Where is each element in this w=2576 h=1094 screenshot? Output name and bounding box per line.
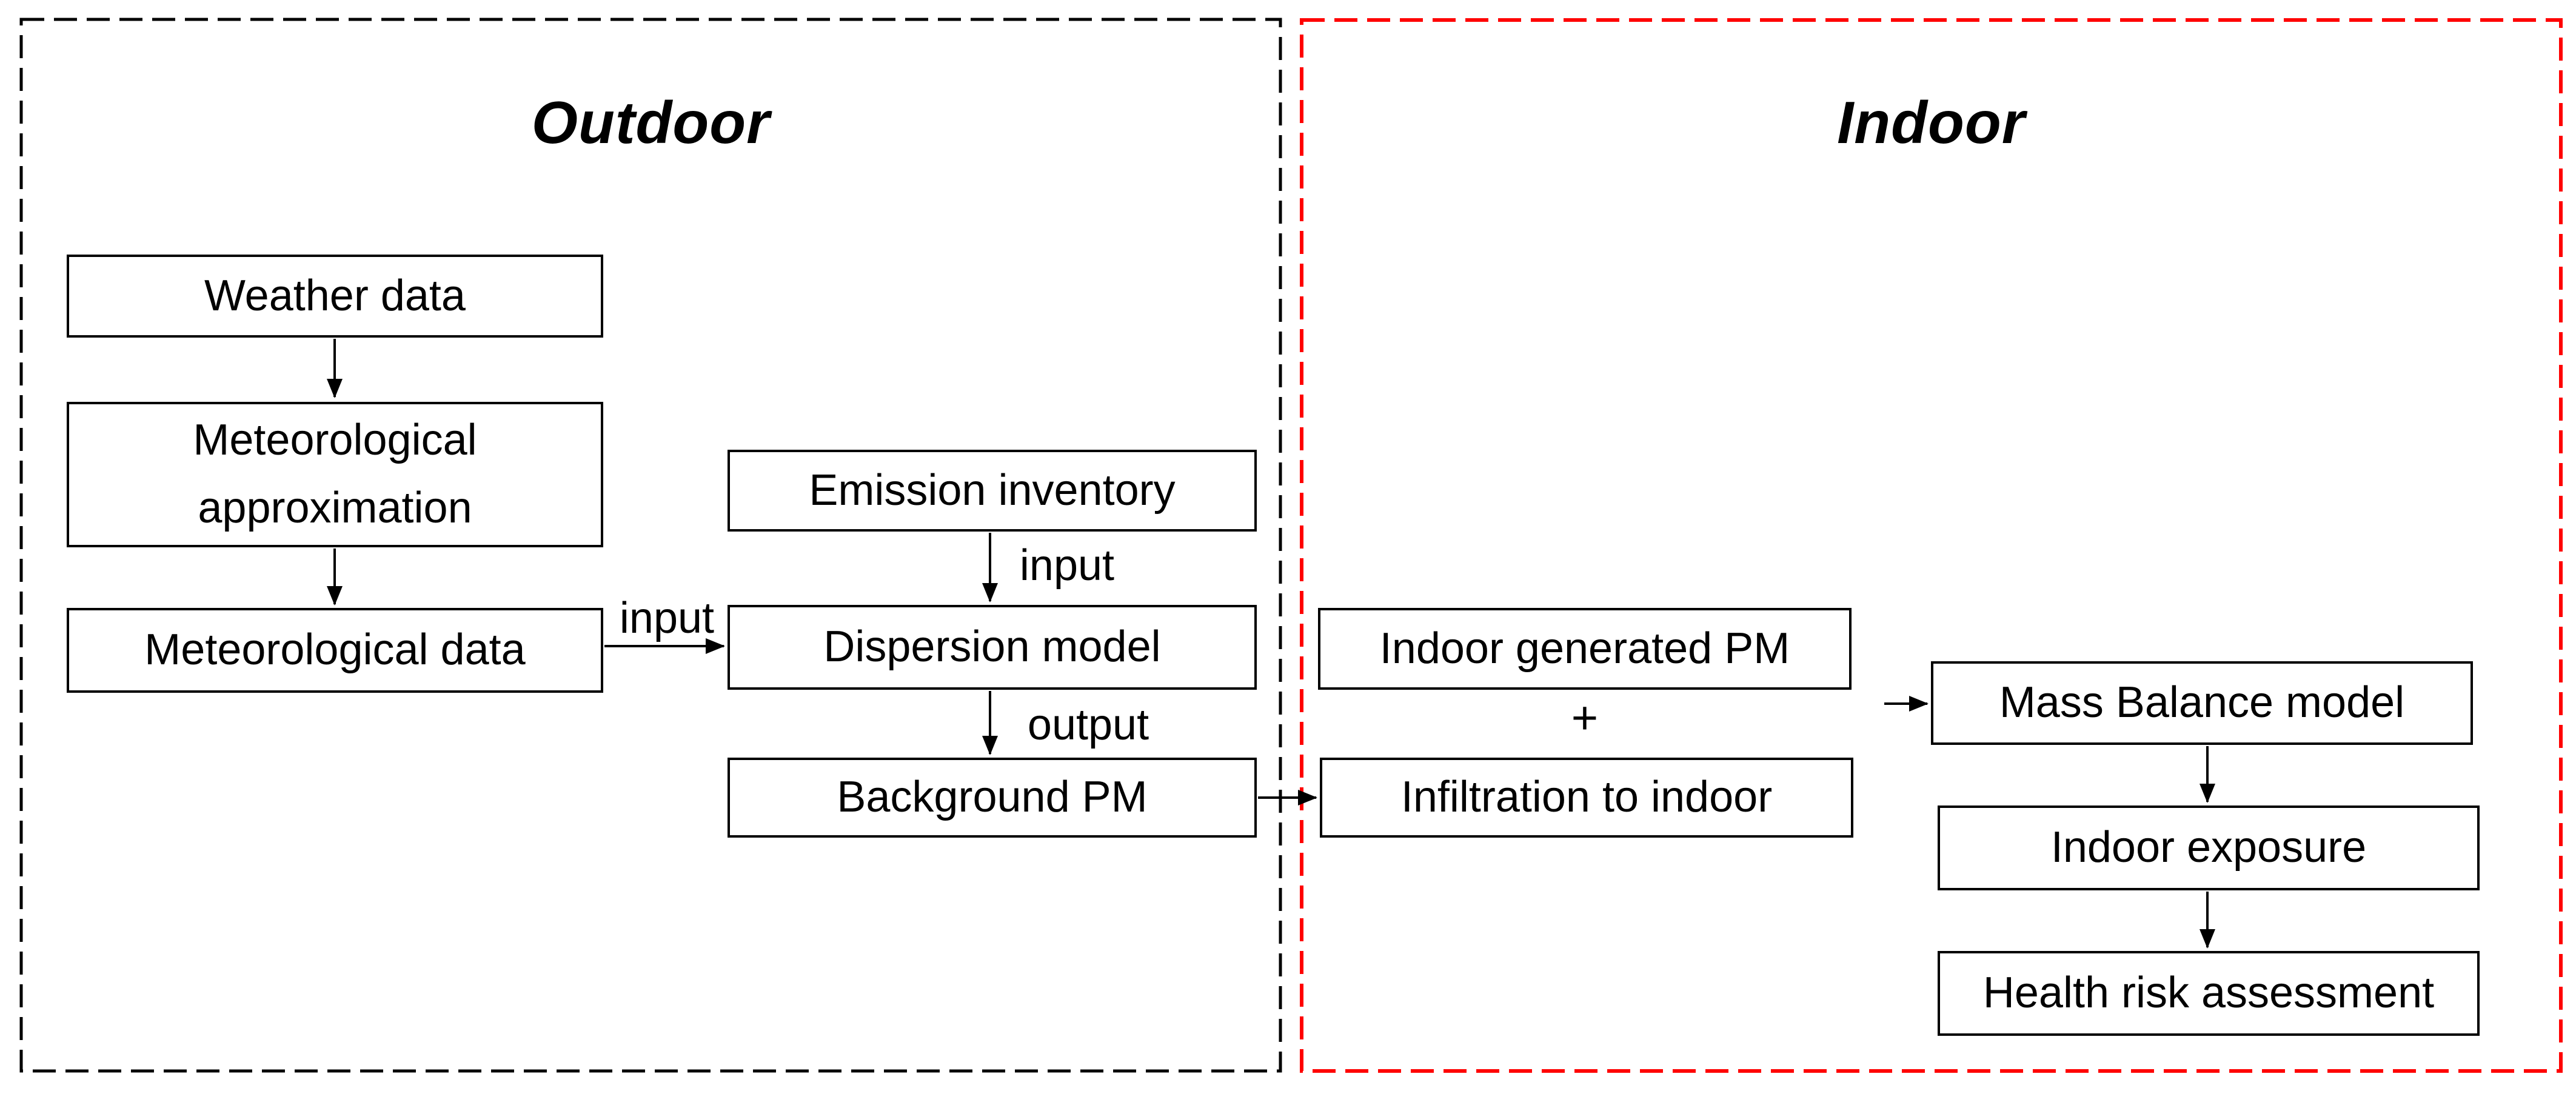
node-dispersion-model: Dispersion model: [728, 605, 1257, 690]
node-infiltration-to-indoor: Infiltration to indoor: [1320, 758, 1853, 838]
node-background-pm-label: Background PM: [837, 773, 1148, 822]
node-weather-data: Weather data: [67, 255, 603, 338]
node-meteorological-approximation: Meteorological approximation: [67, 402, 603, 547]
node-mass-balance-model-label: Mass Balance model: [1999, 678, 2405, 727]
node-indoor-generated-pm: Indoor generated PM: [1318, 608, 1852, 690]
node-meteorological-data-label: Meteorological data: [144, 625, 526, 675]
node-indoor-exposure-label: Indoor exposure: [2050, 823, 2367, 872]
node-indoor-exposure: Indoor exposure: [1938, 805, 2480, 890]
node-dispersion-model-label: Dispersion model: [823, 622, 1161, 672]
node-emission-inventory: Emission inventory: [728, 450, 1257, 532]
edge-label-input-emission: input: [1019, 541, 1115, 590]
node-health-risk-assessment: Health risk assessment: [1938, 951, 2480, 1036]
node-weather-data-label: Weather data: [204, 271, 466, 320]
outdoor-section-title: Outdoor: [531, 89, 771, 156]
edge-label-input-met-data: input: [619, 594, 715, 642]
node-health-risk-assessment-label: Health risk assessment: [1982, 969, 2435, 1018]
indoor-section-title: Indoor: [1837, 89, 2026, 156]
node-meteorological-data: Meteorological data: [67, 608, 603, 693]
node-infiltration-to-indoor-label: Infiltration to indoor: [1400, 773, 1773, 822]
node-meteorological-approximation-label: Meteorological approximation: [193, 416, 477, 532]
indoor-section-border: [1300, 18, 2563, 1073]
outdoor-section-border: [19, 18, 1282, 1073]
plus-combine-symbol: +: [1571, 692, 1599, 744]
edge-label-output-dispersion: output: [1027, 701, 1149, 749]
node-mass-balance-model: Mass Balance model: [1931, 661, 2473, 745]
node-emission-inventory-label: Emission inventory: [809, 465, 1176, 515]
node-indoor-generated-pm-label: Indoor generated PM: [1379, 624, 1790, 673]
node-background-pm: Background PM: [728, 758, 1257, 838]
